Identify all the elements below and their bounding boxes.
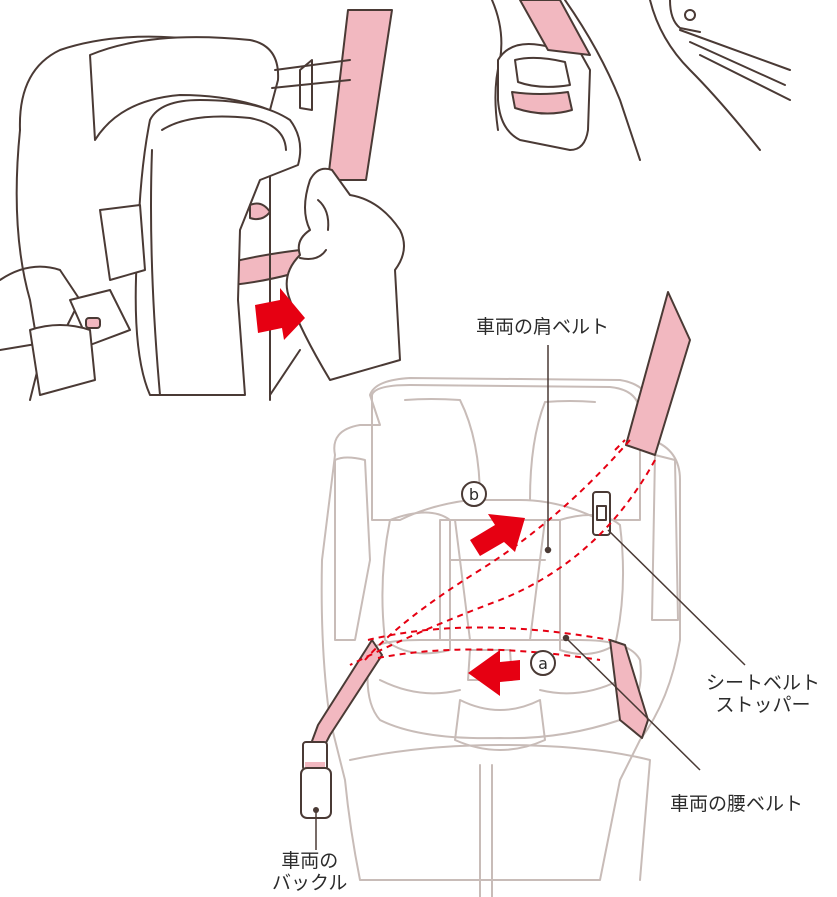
lap-belt-right-strap	[610, 640, 648, 738]
label-belt-stopper: シートベルト ストッパー	[706, 672, 820, 716]
panel-seat-frame-detail	[650, 0, 790, 150]
shoulder-belt-strap-main	[626, 292, 690, 455]
marker-b-text: b	[469, 485, 479, 504]
marker-a: a	[531, 651, 555, 675]
panel-belt-stopper-closeup	[492, 0, 640, 160]
arrow-a-red	[468, 650, 520, 696]
belt-stopper-clip-drawing	[593, 492, 610, 535]
lap-belt-dashed-front	[368, 628, 610, 641]
shoulder-belt-dashed-back	[350, 460, 655, 665]
belt-routing-dashed	[350, 440, 655, 665]
marker-a-text: a	[538, 654, 548, 673]
label-shoulder-belt: 車両の肩ベルト	[476, 316, 609, 338]
panel-pull-belt-behind-headrest	[0, 10, 404, 400]
main-red-arrows	[468, 514, 525, 696]
shoulder-belt-strap-panel1	[328, 10, 392, 180]
headrest-panel1	[136, 100, 301, 395]
seat-outer-shell	[322, 378, 680, 880]
shoulder-belt-dashed-front	[365, 440, 630, 660]
label-lap-belt: 車両の腰ベルト	[670, 793, 803, 815]
label-vehicle-buckle: 車両の バックル	[272, 850, 347, 894]
vehicle-buckle-drawing	[301, 742, 331, 818]
main-seat-illustration	[322, 378, 680, 897]
marker-b: b	[462, 482, 486, 506]
hand-panel1	[287, 169, 404, 380]
